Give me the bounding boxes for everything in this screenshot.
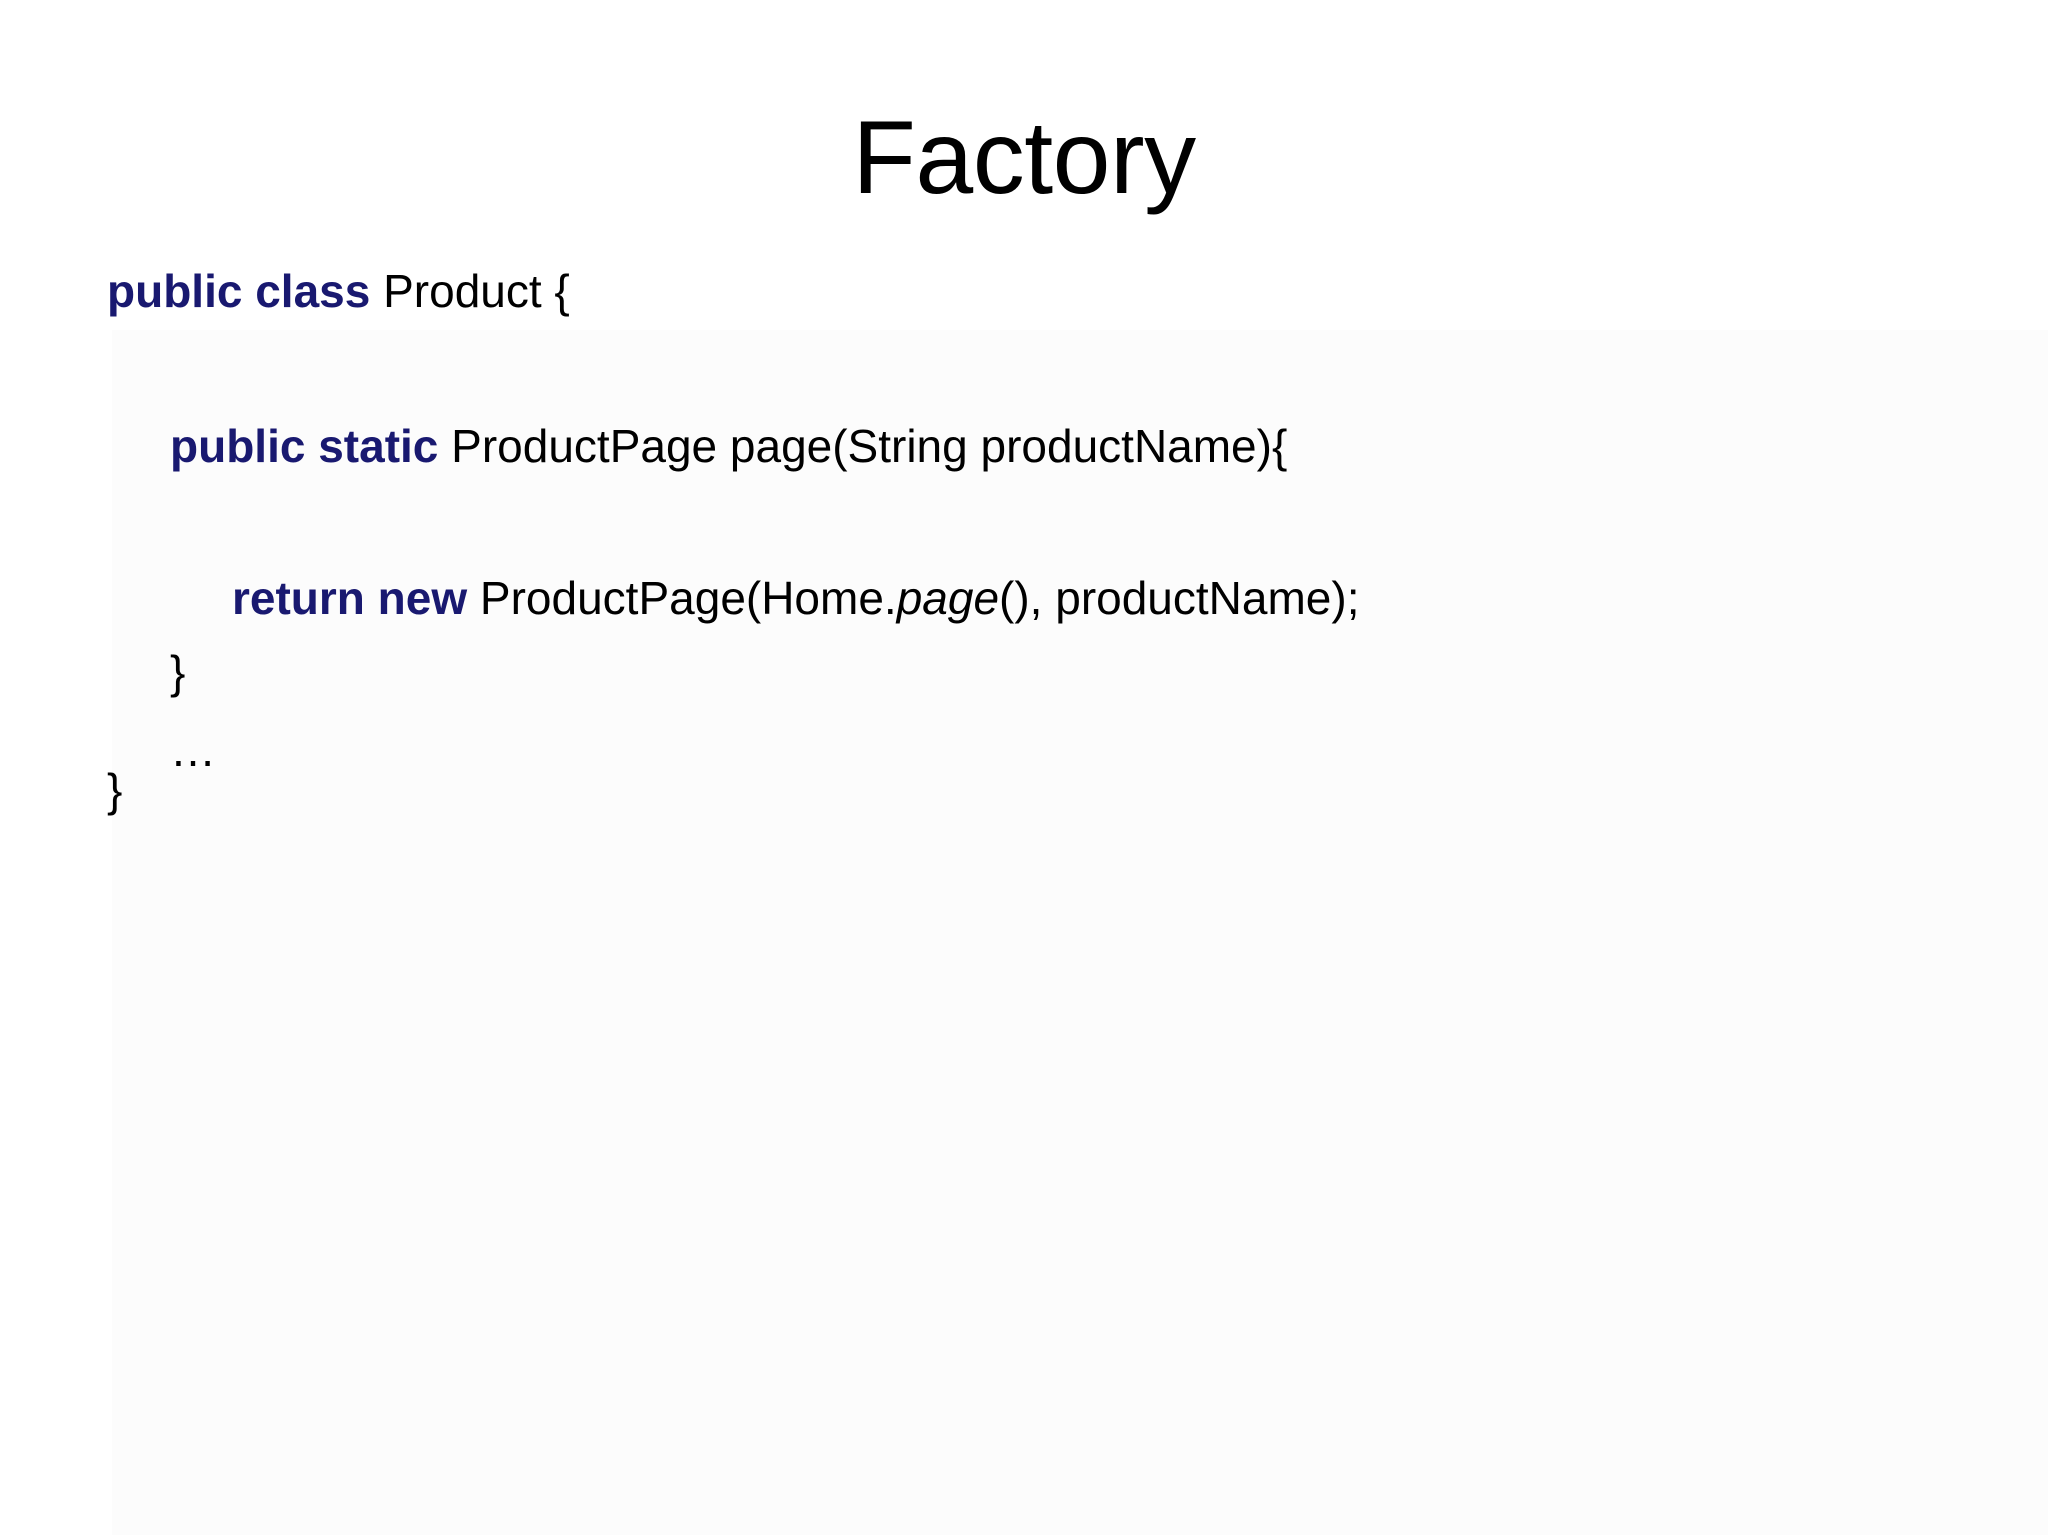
code-text: ProductPage page(String productName){ — [438, 420, 1288, 472]
code-line: return new ProductPage(Home.page(), prod… — [0, 575, 2048, 649]
code-text: } — [170, 646, 186, 698]
content-placeholder-box — [112, 330, 2048, 1535]
code-line: public class Product { — [0, 268, 2048, 423]
code-text: } — [107, 764, 123, 816]
code-block: public class Product { public static Pro… — [0, 268, 2048, 843]
code-text: ProductPage(Home. — [467, 572, 897, 624]
code-text: Product { — [370, 265, 570, 317]
code-line: … — [0, 727, 2048, 773]
slide-title: Factory — [852, 100, 1196, 216]
code-keyword: public class — [107, 265, 371, 317]
code-line: } — [0, 767, 2048, 843]
code-text: (), productName); — [999, 572, 1360, 624]
code-line: public static ProductPage page(String pr… — [0, 423, 2048, 575]
code-keyword: return new — [232, 572, 468, 624]
code-ellipsis: … — [170, 724, 216, 776]
code-method-name: page — [896, 572, 1000, 624]
code-line: } — [0, 649, 2048, 727]
code-keyword: public static — [170, 420, 439, 472]
